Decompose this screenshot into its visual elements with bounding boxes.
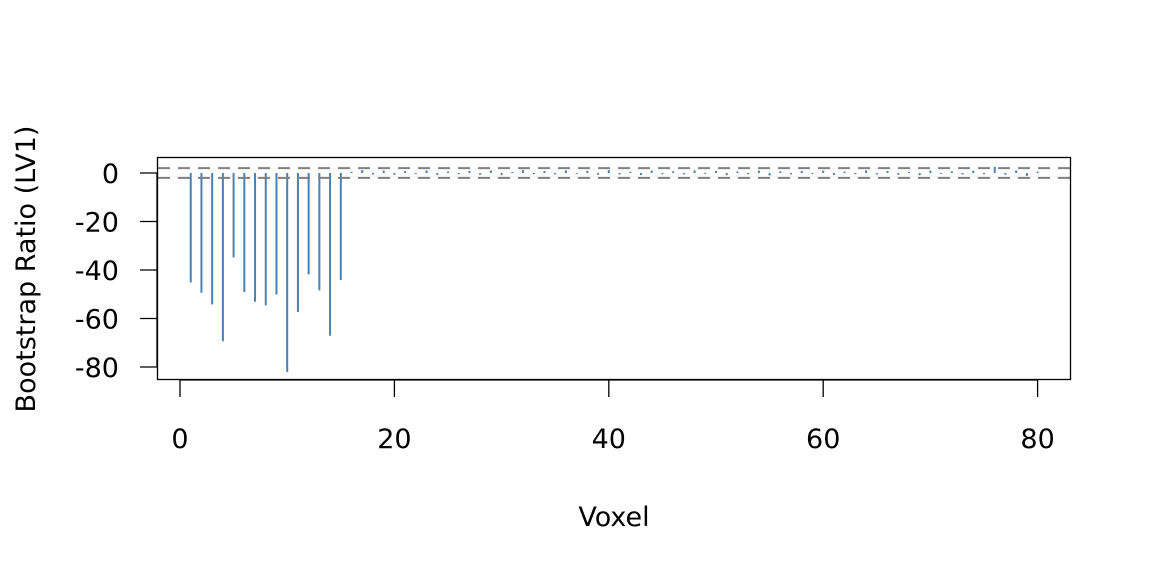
y-axis: 0 -20 -40 -60 -80 [75,159,158,384]
x-tick-label: 0 [171,424,188,455]
x-tick-label: 60 [806,424,840,455]
y-axis-label: Bootstrap Ratio (LV1) [11,126,42,413]
bars [189,166,1039,372]
y-tick-label: 0 [102,159,119,190]
x-tick-label: 40 [592,424,626,455]
plot-frame [156,156,1072,381]
x-axis: 0 20 40 60 80 [171,379,1055,455]
threshold-lines [158,167,1070,179]
y-tick-label: -20 [75,208,119,239]
y-tick-label: -80 [75,353,119,384]
y-tick-label: -40 [75,256,119,287]
x-tick-label: 80 [1020,424,1054,455]
x-axis-label: Voxel [578,502,649,533]
y-tick-label: -60 [75,305,119,336]
x-tick-label: 20 [377,424,411,455]
